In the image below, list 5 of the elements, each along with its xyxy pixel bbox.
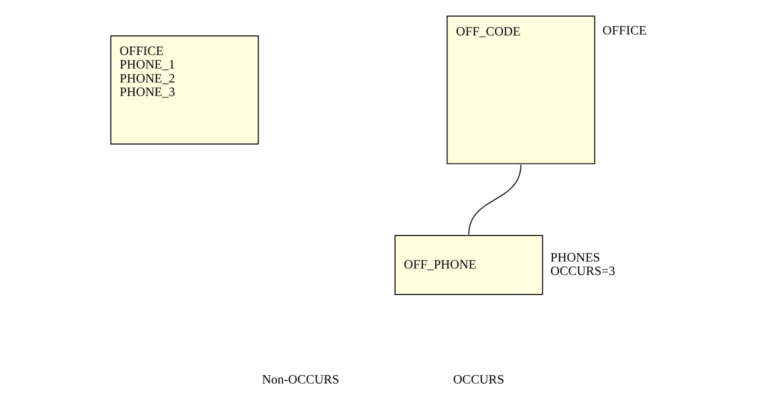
node-label: OFFICE <box>602 23 647 38</box>
connector <box>468 164 522 235</box>
label: OCCURS <box>453 372 504 386</box>
label: Non-OCCURS <box>262 372 340 386</box>
node-label: PHONES OCCURS=3 <box>550 250 616 278</box>
